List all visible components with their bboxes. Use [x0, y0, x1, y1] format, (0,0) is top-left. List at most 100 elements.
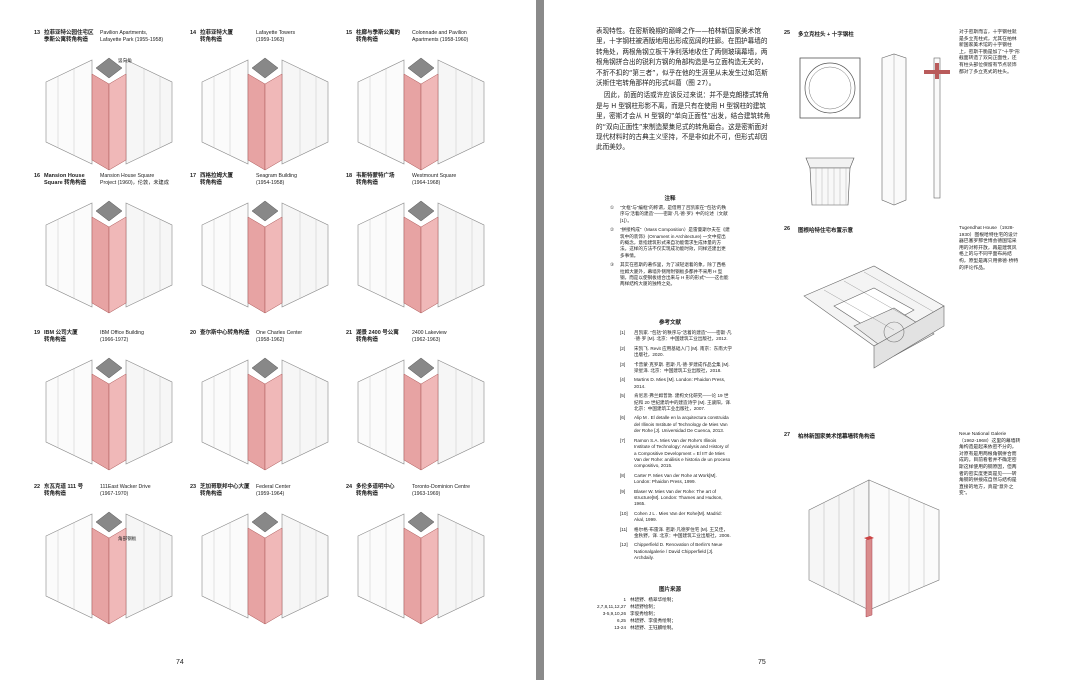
credit-figures: 1: [623, 597, 626, 602]
figure-number: 17: [190, 173, 197, 179]
reference-number: [4]: [620, 377, 626, 383]
figure-caption-cn: 柱廊与季斯公寓的 转角构造: [356, 30, 401, 43]
figure-caption-en: Seagram Building (1954-1958): [256, 173, 297, 186]
reference-item: [11] 格尔格·布雷泽. 密斯·凡德罗住宅 [M]. 王又佳，金秋野，译. 北京…: [620, 527, 732, 540]
reference-item: [6]Alip M . El detalle en la arquitectur…: [620, 415, 732, 434]
figure-caption-cn: 查尔斯中心转角构造: [200, 330, 250, 336]
reference-number: [1]: [620, 330, 626, 335]
corner-detail-drawing: [45, 57, 173, 171]
corner-detail-drawing: [201, 511, 329, 625]
corner-detail-drawing: [357, 57, 485, 171]
credit-text: 林碧野绘制；: [630, 604, 658, 609]
figure-caption-cn: Mansion House Square 转角构造: [44, 173, 87, 186]
credit-text: 李俊秀绘制；: [630, 611, 658, 616]
figure-caption-en: IBM Office Building (1966-1972): [100, 330, 145, 343]
reference-text: 宋凯飞. Revit 应用基础入门 [M]. 南京：东南大学出版社，2020.: [634, 345, 733, 358]
credit-text: 林碧野、杨翠华绘制；: [630, 597, 676, 602]
figure-caption-cn: 芝加哥联邦中心大厦 转角构造: [200, 484, 250, 497]
corner-detail-drawing: [201, 357, 329, 471]
note-text: “拼接构成”（Mass Composition）是雷曼斯尔夫在《建筑中的装饰》(…: [620, 227, 730, 258]
fig26-side-note: Tugendhat House（1928-1930）图根哈特住宅的设计器巴塞罗那…: [959, 226, 1019, 271]
reference-text: Alip M . El detalle en la arquitectura c…: [634, 415, 729, 434]
reference-number: [12]: [620, 542, 628, 548]
figure-caption-en: Lafayette Towers (1959-1963): [256, 30, 296, 43]
body-paragraph-1: 表现特性。在密斯晚期的巅峰之作——柏林新国家美术馆里，十字钢柱被酒版地用出形成宽…: [596, 27, 768, 88]
reference-text: 肯尼思·弗兰姆普敦. 建构文化研究——论 19 世纪和 20 世纪建筑中的建造诗…: [634, 393, 732, 412]
figure-caption-en: Pavilion Apartments, Lafayette Park (195…: [100, 30, 164, 43]
figure-caption-en: 111East Wacker Drive (1967-1970): [100, 484, 151, 497]
figure-caption-cn: 湖景 2400 号公寓 转角构造: [356, 330, 399, 343]
reference-item: [8]Carter P. Mies Van der Rohe at Work[M…: [620, 473, 732, 486]
credit-figures: 6,25: [617, 618, 626, 623]
figure-caption-en: Federal Center (1959-1964): [256, 484, 291, 497]
corner-detail-drawing: [357, 200, 485, 314]
figure-number: 19: [34, 330, 41, 336]
figure-number: 13: [34, 30, 41, 36]
credit-item: 1 林碧野、杨翠华绘制；: [588, 596, 738, 603]
reference-item: [2]宋凯飞. Revit 应用基础入门 [M]. 南京：东南大学出版社，202…: [620, 346, 732, 359]
corner-detail-drawing: [357, 357, 485, 471]
notes-list: ①“文框”与“编框”的称谓，是借用了吕凯家在“‘包括’的秩序与‘活着的建造’——…: [610, 205, 730, 291]
reference-text: Martins D. Mies [M]. London: Phaidon Pre…: [634, 377, 726, 389]
page-number-left: 74: [176, 659, 184, 666]
note-text: “文框”与“编框”的称谓，是借用了吕凯家在“‘包括’的秩序与‘活着的建造’——密…: [620, 205, 728, 223]
corner-detail-drawing: [201, 200, 329, 314]
figure-number: 15: [346, 30, 353, 36]
reference-item: [10]Cohen J L . Mies Van der Rohe[M]. Ma…: [620, 511, 732, 524]
body-text: 表现特性。在密斯晚期的巅峰之作——柏林新国家美术馆里，十字钢柱被酒版地用出形成宽…: [596, 26, 774, 155]
credit-text: 林碧野、李俊秀绘制；: [630, 618, 676, 623]
note-number: ③: [610, 262, 615, 268]
refs-title: 参考文献: [658, 320, 681, 326]
reference-text: Blaser W. Mies Van der Rohe: The art of …: [634, 488, 723, 507]
reference-text: Carter P. Mies Van der Rohe at Work[M]. …: [634, 472, 717, 485]
figure-number: 21: [346, 330, 353, 336]
reference-number: [10]: [620, 510, 628, 516]
credit-item: 6,25 林碧野、李俊秀绘制；: [588, 617, 738, 624]
credit-text: 林碧野、王钰麟绘制。: [630, 625, 676, 630]
note-item: ①“文框”与“编框”的称谓，是借用了吕凯家在“‘包括’的秩序与‘活着的建造’——…: [610, 205, 730, 224]
reference-number: [3]: [620, 361, 626, 367]
fig26-tugendhat-axonometric-drawing: [803, 265, 945, 369]
reference-number: [11]: [620, 526, 628, 532]
note-number: ②: [610, 227, 615, 233]
figure-number: 20: [190, 330, 197, 336]
fig26-caption: 图根哈特住宅布置示意: [798, 228, 854, 234]
note-item: ③ 其实在密斯的著作里，为了减轻退着的象，除了西格拉姆大厦外，幕墙外侧附附钢板多都…: [610, 262, 730, 288]
figure-number: 22: [34, 484, 41, 490]
corner-detail-drawing: [45, 357, 173, 471]
figure-caption-en: Toronto-Dominion Centre (1963-1969): [412, 484, 470, 497]
note-item: ② “拼接构成”（Mass Composition）是雷曼斯尔夫在《建筑中的装饰》…: [610, 227, 730, 259]
callout-22: 角部钢板: [118, 536, 137, 541]
reference-text: Ramon S.A. Mies Van der Rohe's Illinois …: [634, 437, 731, 469]
figure-caption-en: Colonnade and Pavilion Apartments (1958-…: [412, 30, 469, 43]
corner-detail-drawing: [201, 57, 329, 171]
page-number-right: 75: [758, 659, 766, 666]
figure-caption-cn: 拉菲亚特公园住宅区 季斯公寓转角构造: [44, 30, 94, 43]
callout-13: 竖向角: [118, 58, 132, 63]
credits-title: 图片来源: [658, 587, 681, 593]
reference-item: [12]Chipperfield D. Renovation of Berlin…: [620, 542, 732, 561]
corner-detail-drawing: [45, 511, 173, 625]
figure-caption-cn: IBM 公司大厦 转角构造: [44, 330, 78, 343]
note-text: 其实在密斯的著作里，为了减轻退着的象，除了西格拉姆大厦外，幕墙外侧附附钢板多都并…: [620, 262, 729, 287]
fig25-caption: 多立克柱头 + 十字钢柱: [798, 32, 854, 38]
figure-caption-cn: 东瓦克道 111 号 转角构造: [44, 484, 84, 497]
reference-text: 格尔格·布雷泽. 密斯·凡德罗住宅 [M]. 王又佳，金秋野，译. 北京：中国建…: [634, 526, 731, 538]
reference-number: [5]: [620, 393, 626, 399]
body-paragraph-2: 因此，前面的话或许应该反过来说：并不是克朗楼式转角是与 H 型钢柱形影不离，而是…: [596, 91, 771, 152]
figure-number: 16: [34, 173, 41, 179]
fig25-doric-cross-column-drawing: [799, 53, 950, 206]
figure-caption-en: One Charles Center (1958-1962): [256, 330, 303, 343]
